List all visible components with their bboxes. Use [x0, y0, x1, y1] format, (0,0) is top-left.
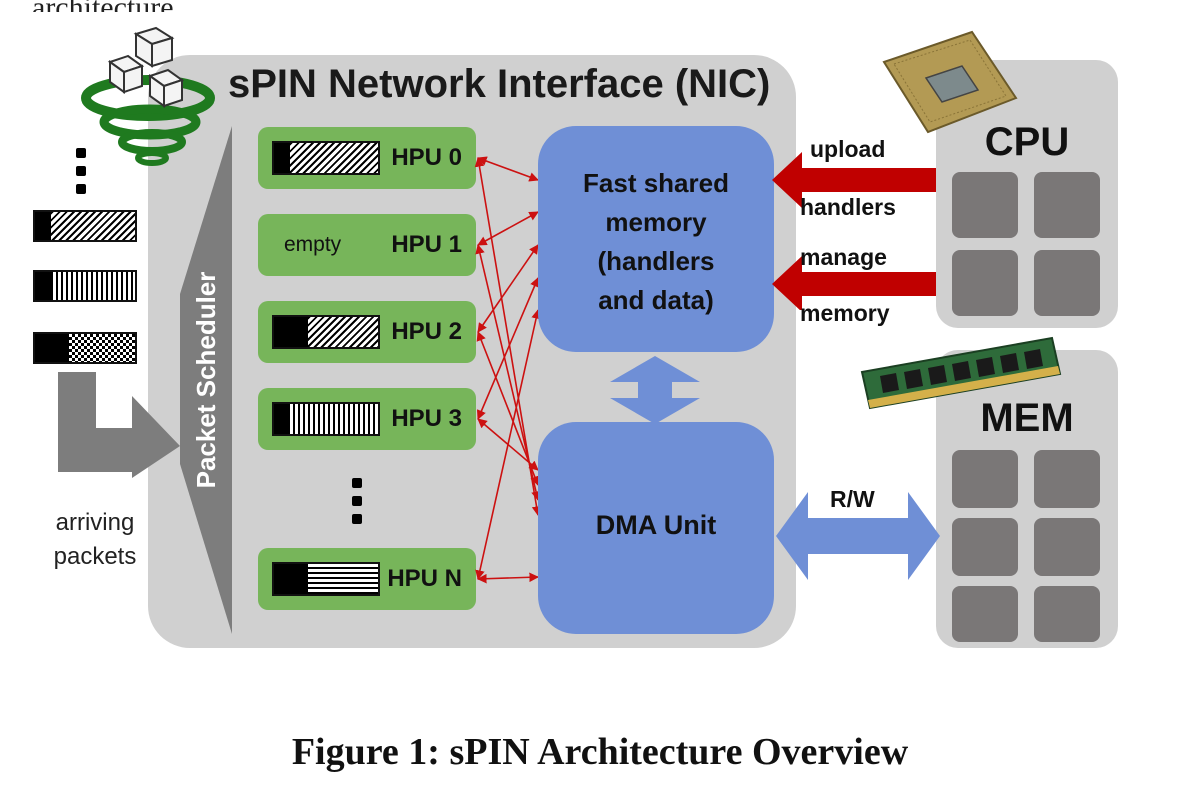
hpu-label: HPU 2	[391, 318, 462, 345]
mem-bank	[1034, 518, 1100, 576]
cut-heading: architecture	[32, 0, 174, 12]
hpu-packet	[272, 402, 380, 436]
hpu-empty-text: empty	[284, 233, 342, 256]
mem-title: MEM	[980, 396, 1074, 440]
hpu-2: HPU 2	[258, 301, 476, 363]
ram-module-icon	[860, 336, 1062, 410]
incoming-packet	[33, 270, 137, 302]
mem-bank	[1034, 586, 1100, 642]
cpu-control-arrows	[772, 152, 936, 310]
fast-shared-memory: Fast shared memory (handlers and data)	[538, 126, 774, 352]
upload-label: upload	[810, 136, 886, 162]
incoming-ellipsis	[76, 148, 86, 198]
arriving-label: arriving packets	[40, 506, 150, 574]
cpu-core	[952, 172, 1018, 238]
hpu-1: empty HPU 1	[258, 214, 476, 276]
cpu-core	[952, 250, 1018, 316]
hpu-label: HPU 0	[391, 144, 462, 171]
figure-caption: Figure 1: sPIN Architecture Overview	[291, 731, 909, 773]
mem-box: MEM	[936, 350, 1118, 648]
rw-label: R/W	[830, 486, 875, 512]
memory-label: memory	[800, 300, 890, 326]
manage-label: manage	[800, 244, 887, 270]
handlers-label: handlers	[800, 194, 896, 220]
memory-line: (handlers	[597, 246, 715, 276]
dma-unit: DMA Unit	[538, 422, 774, 634]
dma-label: DMA Unit	[595, 510, 717, 540]
rw-arrow-icon	[776, 492, 940, 580]
hpu-0: HPU 0	[258, 127, 476, 189]
memory-line: Fast shared	[583, 168, 729, 198]
hpu-label: HPU N	[387, 565, 462, 592]
hpu-packet	[272, 562, 380, 596]
mem-bank	[952, 450, 1018, 508]
cpu-core	[1034, 250, 1100, 316]
cpu-chip-icon	[882, 30, 1018, 134]
hpu-ellipsis	[352, 478, 362, 528]
hpu-label: HPU 3	[391, 405, 462, 432]
nic-title: sPIN Network Interface (NIC)	[228, 62, 771, 106]
hpu-packet	[272, 315, 380, 349]
manage-arrow-icon	[772, 256, 936, 310]
upload-arrow-icon	[772, 152, 936, 208]
mem-bank	[952, 518, 1018, 576]
mem-bank	[1034, 450, 1100, 508]
arriving-arrow-icon	[58, 372, 180, 478]
mem-bank	[952, 586, 1018, 642]
hpu-n: HPU N	[258, 548, 476, 610]
hpu-packet	[272, 141, 380, 175]
cpu-title: CPU	[984, 120, 1070, 164]
tornado-logo-icon	[81, 26, 215, 166]
memory-line: and data)	[598, 285, 714, 315]
cpu-box: CPU	[936, 60, 1118, 328]
arriving-line: packets	[53, 543, 137, 570]
memory-line: memory	[605, 207, 707, 237]
hpu-3: HPU 3	[258, 388, 476, 450]
arriving-line: arriving	[55, 509, 135, 536]
memory-dma-link-icon	[610, 356, 700, 424]
packet-scheduler	[180, 126, 232, 634]
hpu-label: HPU 1	[391, 231, 462, 258]
incoming-packet	[33, 332, 137, 364]
cpu-core	[1034, 172, 1100, 238]
incoming-packet	[33, 210, 137, 242]
